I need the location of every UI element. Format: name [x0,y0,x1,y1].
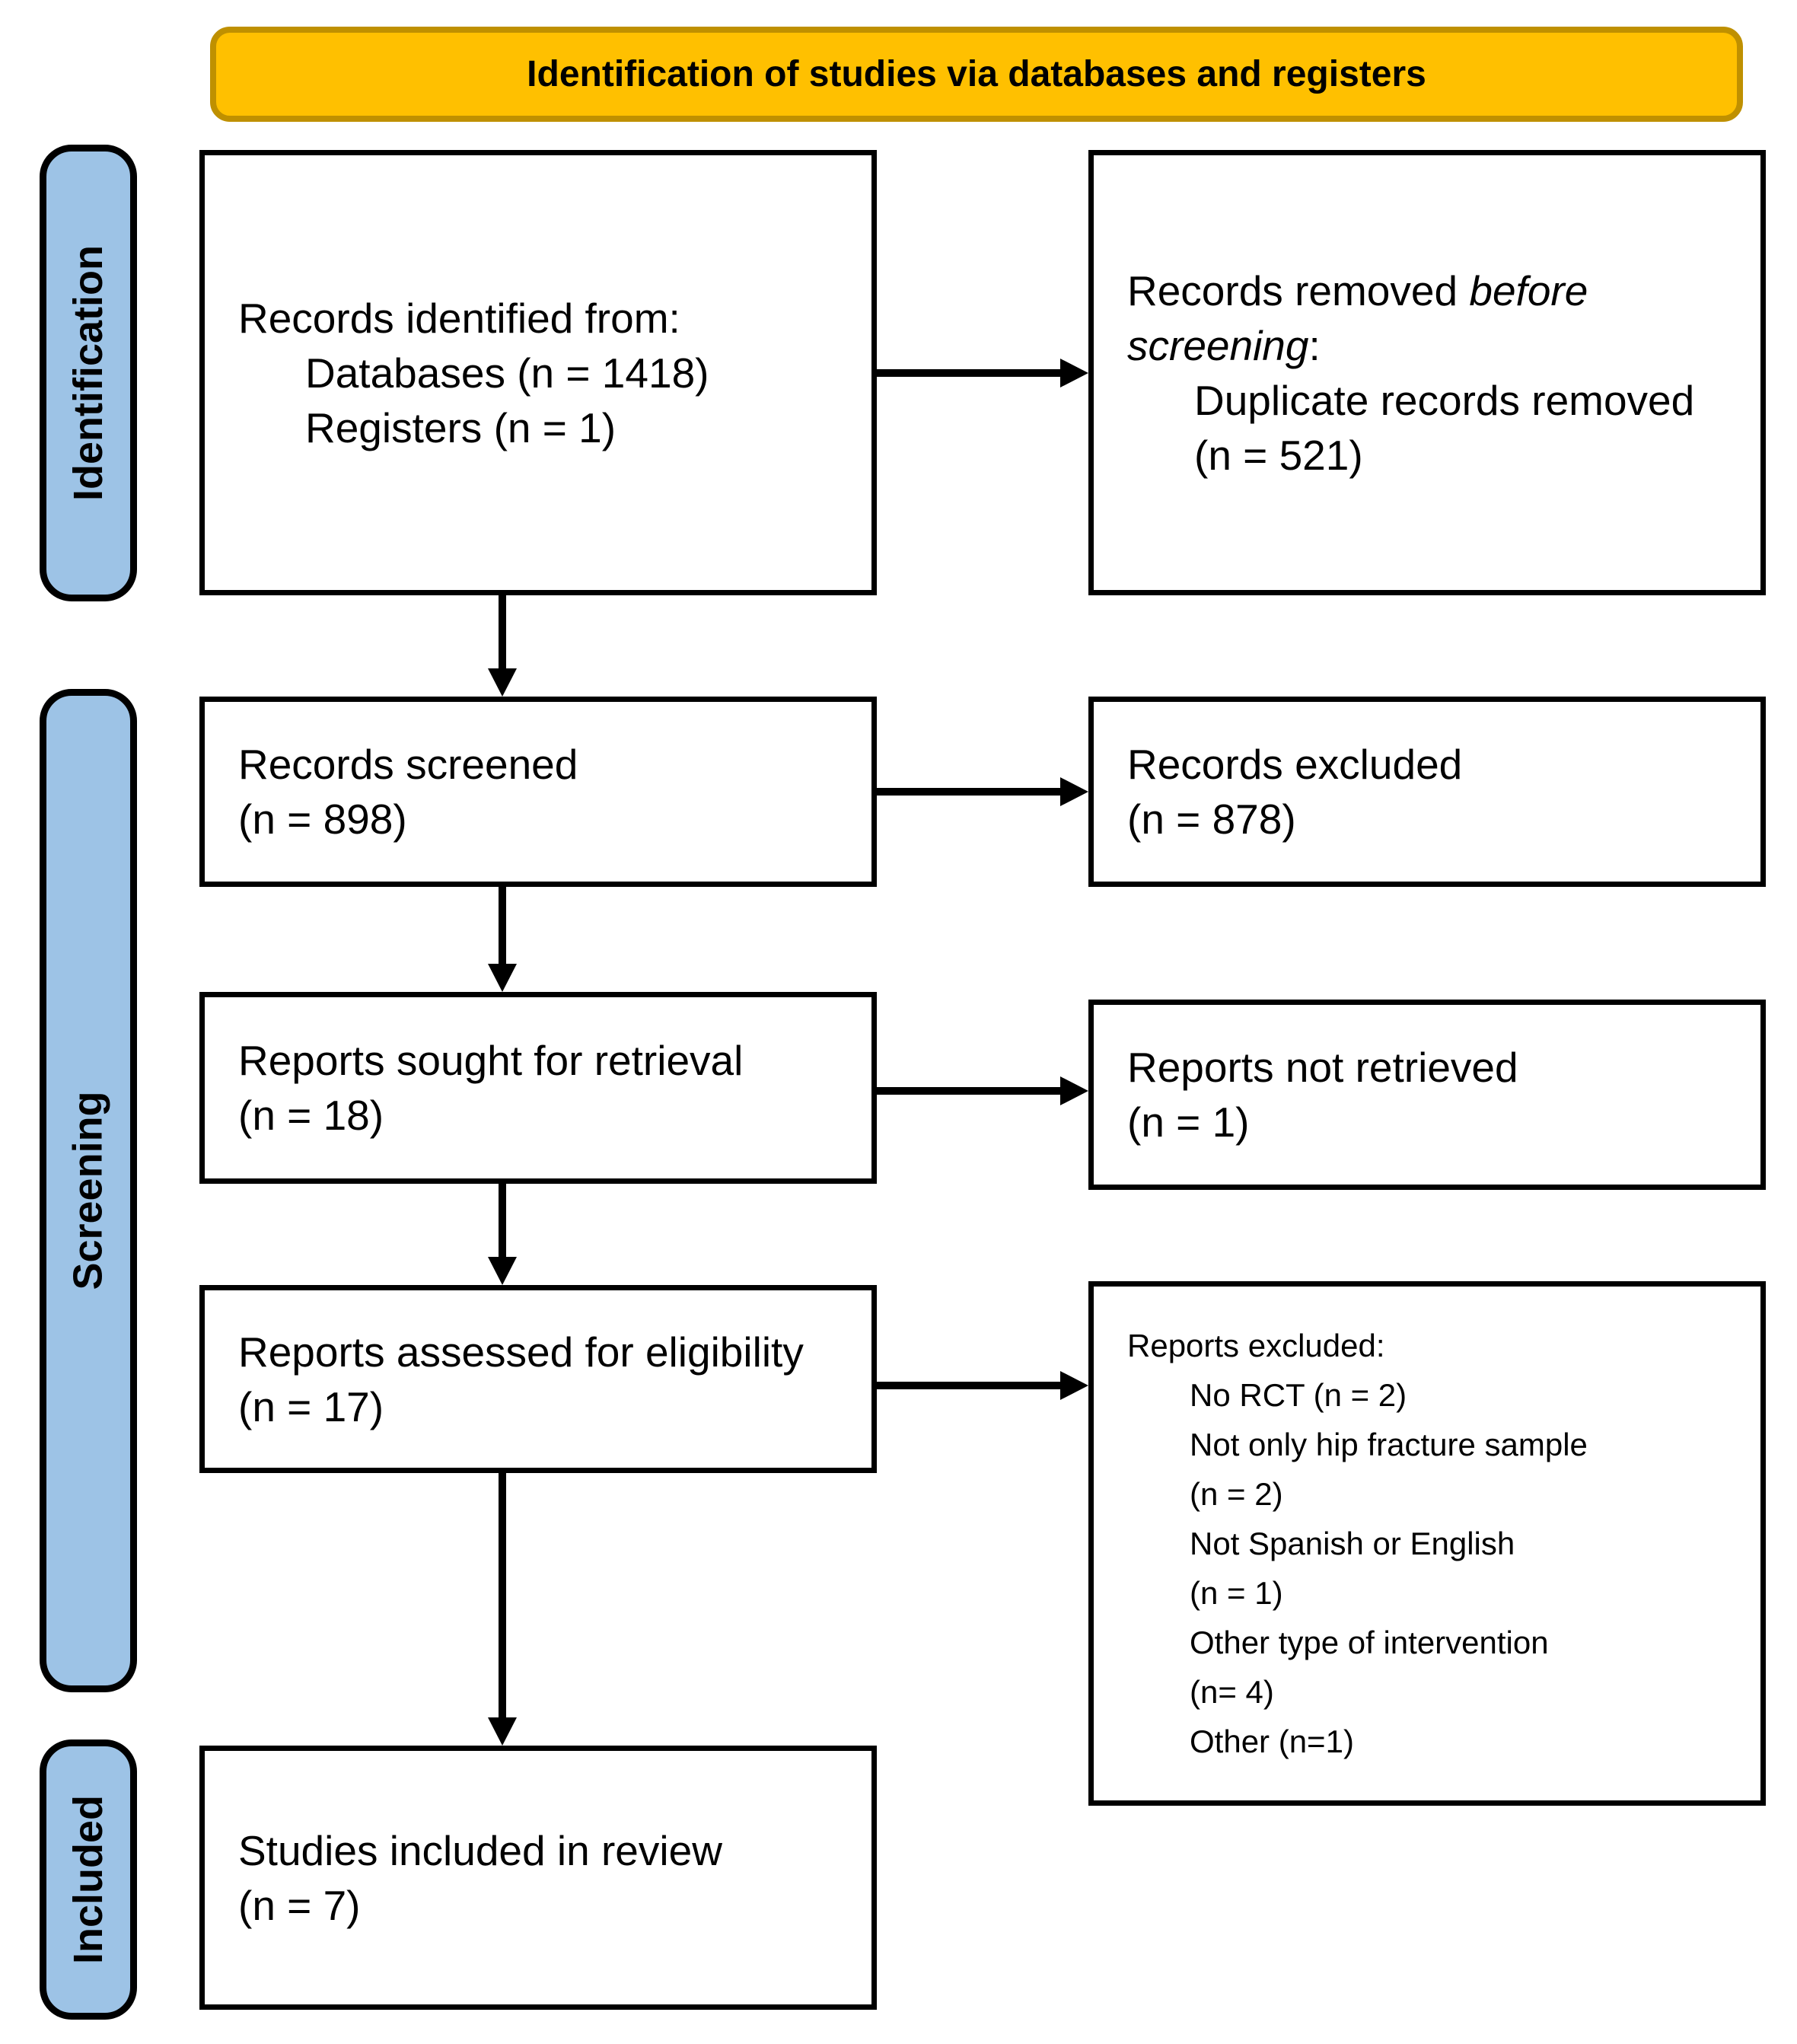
text-segment: Records removed [1127,266,1470,314]
box-reports-not-retrieved: Reports not retrieved (n = 1) [1088,1000,1766,1190]
phase-tab-identification: Identification [40,145,137,601]
box-records-screened: Records screened (n = 898) [199,697,877,887]
arrow-right-assessed-to-reports-excluded [877,1371,1088,1400]
box-line: (n= 4) [1190,1674,1274,1710]
box-line: Other (n=1) [1190,1724,1354,1759]
box-line: (n = 17) [238,1382,384,1430]
box-records-excluded: Records excluded (n = 878) [1088,697,1766,887]
arrow-right-sought-to-not-retrieved [877,1076,1088,1105]
box-reports-sought: Reports sought for retrieval (n = 18) [199,992,877,1184]
arrow-right-identified-to-removed [877,359,1088,387]
box-line: (n = 878) [1127,796,1296,843]
box-reports-assessed: Reports assessed for eligibility (n = 17… [199,1285,877,1473]
arrow-down-sought-to-assessed [488,1184,517,1285]
box-line: (n = 2) [1190,1476,1283,1512]
box-line: screening: [1127,318,1747,373]
box-line: Reports not retrieved [1127,1044,1518,1091]
box-line: (n = 898) [238,796,407,843]
box-line: Reports excluded: [1127,1328,1385,1363]
box-line: Duplicate records removed [1194,376,1695,424]
box-line: (n = 521) [1194,431,1363,479]
text-segment-italic: screening [1127,321,1309,369]
box-line: (n = 1) [1127,1099,1250,1146]
box-line: Registers (n = 1) [305,403,617,451]
box-records-identified: Records identified from: Databases (n = … [199,150,877,595]
text-segment-italic: before [1469,266,1588,314]
box-line: Records removed before [1127,263,1747,318]
phase-label-screening: Screening [65,1091,111,1290]
box-line: Records screened [238,741,578,788]
box-line: Records excluded [1127,741,1463,788]
phase-tab-screening: Screening [40,689,137,1692]
banner-title: Identification of studies via databases … [527,54,1426,94]
box-reports-excluded: Reports excluded: No RCT (n = 2) Not onl… [1088,1281,1766,1806]
box-line: (n = 1) [1190,1575,1283,1611]
arrow-down-assessed-to-included [488,1473,517,1746]
box-line: (n = 18) [238,1092,384,1139]
phase-label-included: Included [65,1794,112,1965]
box-studies-included: Studies included in review (n = 7) [199,1746,877,2010]
box-line: No RCT (n = 2) [1190,1377,1407,1413]
box-line: Not only hip fracture sample [1190,1427,1588,1462]
phase-label-identification: Identification [65,245,111,501]
text-segment: : [1308,321,1321,369]
phase-tab-included: Included [40,1739,137,2020]
arrow-down-identified-to-screened [488,595,517,697]
banner: Identification of studies via databases … [210,27,1743,122]
box-line: Other type of intervention [1190,1625,1549,1660]
box-line: Reports sought for retrieval [238,1037,744,1084]
box-line: Databases (n = 1418) [305,349,709,397]
box-line: (n = 7) [238,1881,361,1929]
box-line: Not Spanish or English [1190,1526,1515,1561]
box-line: Records identified from: [238,294,680,342]
box-line: Reports assessed for eligibility [238,1328,804,1376]
arrow-down-screened-to-sought [488,887,517,992]
arrow-right-screened-to-excluded [877,777,1088,806]
box-line: Studies included in review [238,1826,722,1874]
box-records-removed: Records removed before screening: Duplic… [1088,150,1766,595]
